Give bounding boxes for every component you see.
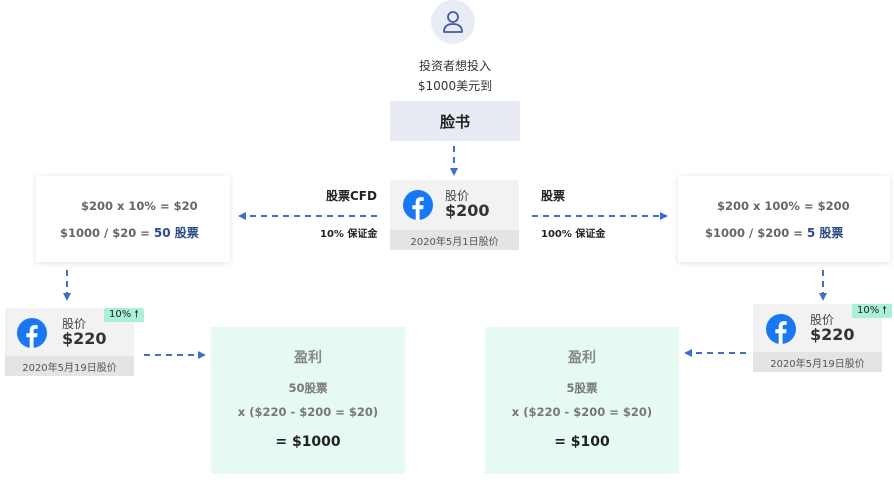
left-profit-box: 盈利 50股票 x ($220 - $200 = $20) = $1000: [211, 327, 405, 474]
center-price-value: $200: [445, 200, 490, 220]
left-calc-line-2-prefix: $1000 / $20 =: [60, 226, 150, 240]
left-calc-line-2-result: 50 股票: [153, 226, 199, 240]
investor-text: 投资者想投入 $1000美元到: [380, 56, 530, 96]
right-calc-box: $200 x 100% = $200 $1000 / $200 = 5 股票: [678, 176, 890, 262]
left-branch-sublabel: 10% 保证金: [320, 229, 378, 240]
arrow-up-icon: 🠕: [882, 305, 887, 316]
investor-avatar: [431, 0, 475, 44]
right-profit-box: 盈利 5股票 x ($220 - $200 = $20) = $100: [485, 327, 679, 474]
investor-line-1: 投资者想投入: [418, 59, 491, 73]
right-calc-line-2: $1000 / $200 = 5 股票: [705, 224, 843, 241]
left-price-label: 股价: [62, 317, 87, 332]
right-price-value: $220: [810, 324, 855, 344]
facebook-icon: [766, 314, 796, 344]
facebook-icon: [403, 190, 433, 220]
center-price-date: 2020年5月1日股价: [390, 230, 519, 250]
right-calc-line-2-result: 5 股票: [806, 226, 844, 240]
left-profit-title: 盈利: [294, 350, 322, 366]
left-change-badge-text: 10%: [109, 309, 132, 320]
right-branch-label: 股票: [541, 189, 566, 203]
right-calc-line-1: $200 x 100% = $200: [717, 199, 850, 213]
left-calc-line-2: $1000 / $20 = 50 股票: [60, 224, 199, 241]
left-profit-result: = $1000: [275, 434, 341, 450]
right-branch-sublabel: 100% 保证金: [541, 229, 606, 240]
left-profit-formula: x ($220 - $200 = $20): [237, 405, 379, 419]
facebook-icon: [17, 318, 47, 348]
left-change-badge: 10% 🠕: [104, 308, 144, 322]
right-change-badge: 10% 🠕: [852, 304, 892, 318]
right-profit-shares: 5股票: [566, 381, 598, 395]
right-calc-line-2-prefix: $1000 / $200 =: [705, 226, 803, 240]
center-price-label: 股价: [445, 189, 470, 204]
left-price-value: $220: [62, 328, 107, 348]
user-icon: [443, 11, 463, 33]
right-profit-title: 盈利: [568, 350, 596, 366]
right-price-date: 2020年5月19日股价: [753, 352, 882, 372]
center-stock-card: 股价 $200 2020年5月1日股价: [390, 180, 519, 250]
left-calc-box: $200 x 10% = $20 $1000 / $20 = 50 股票: [36, 176, 230, 262]
right-profit-result: = $100: [554, 434, 610, 450]
right-price-label: 股价: [810, 313, 835, 328]
left-profit-shares: 50股票: [288, 381, 328, 395]
left-calc-line-1: $200 x 10% = $20: [81, 199, 198, 213]
left-price-date: 2020年5月19日股价: [5, 356, 134, 376]
left-branch-label: 股票CFD: [326, 189, 377, 203]
right-change-badge-text: 10%: [857, 305, 880, 316]
right-profit-formula: x ($220 - $200 = $20): [511, 405, 653, 419]
investor-line-2: $1000美元到: [417, 79, 493, 93]
arrow-up-icon: 🠕: [134, 309, 139, 320]
company-box: 脸书: [390, 101, 520, 141]
